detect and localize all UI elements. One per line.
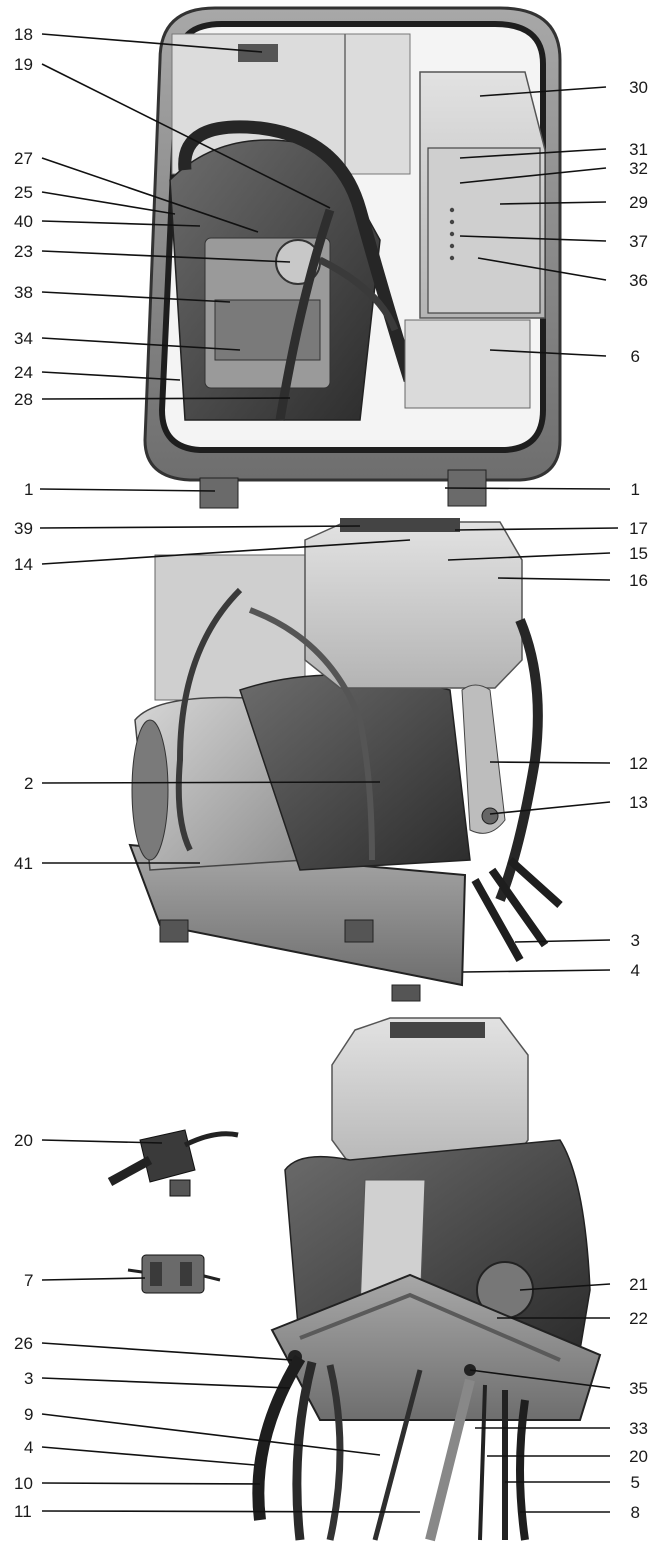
callout-label: 9 <box>24 1405 33 1424</box>
callout-label: 36 <box>629 271 648 290</box>
callout-label: 16 <box>629 571 648 590</box>
callout-label: 19 <box>14 55 33 74</box>
side-view-leaders <box>39 525 619 973</box>
callout-label: 3 <box>631 931 640 950</box>
callout-label: 20 <box>629 1447 648 1466</box>
callout-label: 33 <box>629 1419 648 1438</box>
callout-label: 37 <box>629 232 648 251</box>
callout-label: 4 <box>631 961 640 980</box>
callout-label: 4 <box>24 1438 33 1457</box>
callout-label: 6 <box>631 347 640 366</box>
rear-view-leaders <box>41 1139 611 1513</box>
callout-label: 5 <box>631 1473 640 1492</box>
callout-label: 26 <box>14 1334 33 1353</box>
top-view-illustration <box>143 6 562 509</box>
callout-label: 12 <box>629 754 648 773</box>
top-view-labels: 18 19 27 25 40 23 38 34 24 28 1 30 31 32… <box>14 25 648 499</box>
callout-label: 32 <box>629 159 648 178</box>
callout-label: 34 <box>14 329 33 348</box>
side-view-illustration <box>128 518 563 1002</box>
fuel-filter-part <box>127 1254 221 1294</box>
fuel-pump-part <box>107 1129 239 1197</box>
side-view-labels: 39 14 2 41 17 15 16 12 13 3 4 <box>14 519 648 980</box>
rear-view-illustration <box>107 1017 602 1542</box>
callout-label: 25 <box>14 183 33 202</box>
callout-label: 31 <box>629 140 648 159</box>
callout-label: 35 <box>629 1379 648 1398</box>
rear-view-labels: 20 7 26 3 9 4 10 11 21 22 35 33 20 5 8 <box>14 1131 648 1522</box>
top-view-leaders <box>39 33 611 492</box>
callout-label: 28 <box>14 390 33 409</box>
callout-label: 38 <box>14 283 33 302</box>
callout-label: 18 <box>14 25 33 44</box>
callout-label: 40 <box>14 212 33 231</box>
callout-label: 1 <box>631 480 640 499</box>
callout-label: 41 <box>14 854 33 873</box>
callout-label: 21 <box>629 1275 648 1294</box>
side-view-figure: 39 14 2 41 17 15 16 12 13 3 4 <box>14 518 648 1002</box>
callout-label: 24 <box>14 363 33 382</box>
callout-label: 2 <box>24 774 33 793</box>
callout-label: 23 <box>14 242 33 261</box>
callout-label: 10 <box>14 1474 33 1493</box>
callout-label: 11 <box>14 1502 32 1521</box>
callout-label: 29 <box>629 193 648 212</box>
callout-label: 39 <box>14 519 33 538</box>
rear-view-figure: 20 7 26 3 9 4 10 11 21 22 35 33 20 5 8 <box>14 1017 648 1542</box>
callout-label: 7 <box>24 1271 33 1290</box>
callout-label: 20 <box>14 1131 33 1150</box>
callout-label: 15 <box>629 544 648 563</box>
top-view-figure: 18 19 27 25 40 23 38 34 24 28 1 30 31 32… <box>14 6 648 509</box>
callout-label: 8 <box>631 1503 640 1522</box>
callout-label: 22 <box>629 1309 648 1328</box>
callout-label: 30 <box>629 78 648 97</box>
callout-label: 14 <box>14 555 33 574</box>
callout-label: 17 <box>629 519 648 538</box>
callout-label: 1 <box>24 480 33 499</box>
callout-label: 3 <box>24 1369 33 1388</box>
callout-label: 27 <box>14 149 33 168</box>
callout-label: 13 <box>629 793 648 812</box>
